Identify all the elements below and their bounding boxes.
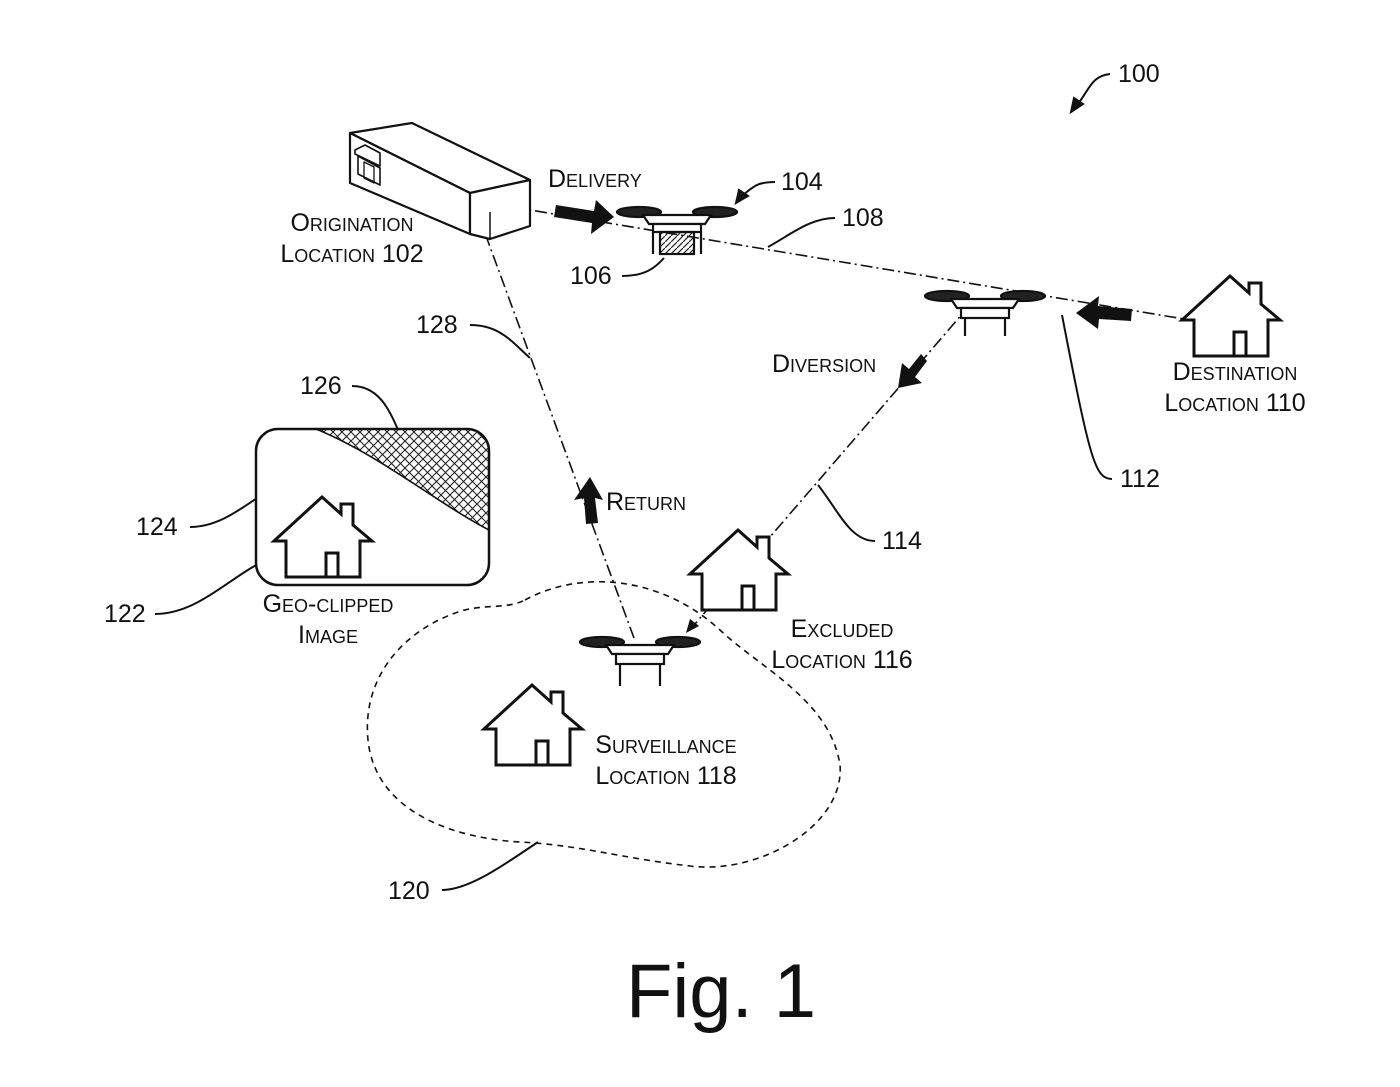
label-delivery: Delivery (548, 165, 642, 193)
destination-arrow-icon (1076, 296, 1132, 329)
house-destination-icon (1178, 273, 1285, 358)
label-excluded: Excluded Location 116 (752, 614, 932, 676)
ref-106: 106 (570, 262, 612, 290)
label-destination-line1: Destination (1172, 358, 1298, 386)
ref-114: 114 (882, 527, 922, 555)
return-path (485, 235, 635, 639)
warehouse-icon (348, 121, 532, 241)
path-arrowheads (474, 195, 1213, 633)
drone-diversion-icon (923, 289, 1047, 336)
leader-114 (817, 484, 876, 542)
figure-caption: Fig. 1 (626, 949, 817, 1034)
drone-surveillance-icon (578, 635, 702, 686)
diversion-end-arrowhead (686, 619, 699, 633)
ref-126: 126 (300, 372, 342, 400)
clipped-region-hatch (315, 429, 489, 532)
leader-108 (767, 217, 836, 248)
label-destination-line2: Location 110 (1164, 389, 1306, 417)
leader-104-arrowhead (734, 188, 750, 206)
leader-106 (621, 257, 665, 277)
ref-122: 122 (104, 600, 146, 628)
leader-100-arrowhead (1069, 96, 1085, 115)
label-diversion: Diversion (772, 350, 877, 378)
ref-108: 108 (842, 204, 884, 232)
ref-120: 120 (388, 877, 430, 905)
label-excluded-line2: Location 116 (771, 646, 913, 674)
leader-120 (441, 841, 539, 891)
label-origination-line1: Origination (290, 209, 414, 237)
leader-112 (1061, 314, 1113, 480)
label-origination-line2: Location 102 (280, 240, 424, 268)
label-geo-clipped-line1: Geo-clipped (262, 590, 394, 618)
ref-104: 104 (781, 168, 823, 196)
house-excluded-icon (686, 527, 793, 612)
ref-112: 112 (1120, 465, 1160, 493)
label-geo-clipped: Geo-clipped Image (238, 589, 418, 651)
leader-100 (1077, 73, 1111, 105)
leader-128 (469, 324, 531, 359)
drone-delivery-icon (615, 205, 739, 256)
leader-104 (742, 181, 776, 196)
geo-clipped-image-box (254, 427, 491, 587)
leader-122 (154, 563, 259, 615)
diversion-arrow-icon (898, 354, 927, 388)
label-surveillance-line1: Surveillance (595, 731, 737, 759)
label-geo-clipped-line2: Image (298, 621, 358, 649)
geofence-boundary (366, 580, 841, 868)
label-origination: Origination Location 102 (262, 208, 442, 270)
label-surveillance-line2: Location 118 (595, 762, 737, 790)
label-destination: Destination Location 110 (1145, 357, 1325, 419)
house-surveillance-icon (480, 682, 587, 767)
ref-128: 128 (416, 311, 458, 339)
ref-100: 100 (1118, 60, 1160, 88)
label-surveillance: Surveillance Location 118 (576, 730, 756, 792)
direction-arrows (554, 200, 1132, 524)
return-arrow-icon (574, 477, 603, 524)
label-excluded-line1: Excluded (790, 615, 894, 643)
delivery-arrow-icon (554, 200, 614, 234)
ref-124: 124 (136, 513, 178, 541)
label-return: Return (606, 488, 687, 516)
house-geo-clipped-icon (270, 494, 377, 579)
